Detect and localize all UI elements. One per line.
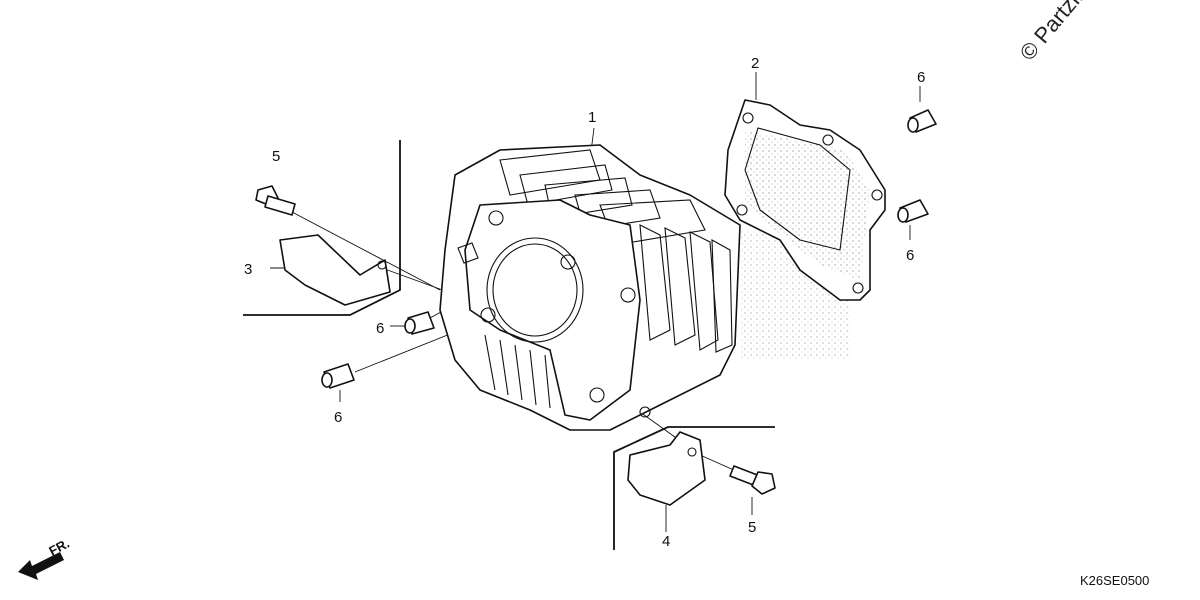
right-inset-frame <box>613 426 775 550</box>
callout-dowel-top-right: 6 <box>917 69 925 86</box>
callout-guide-left: 3 <box>244 261 252 278</box>
callout-gasket: 2 <box>751 55 759 72</box>
bolt-bottom-right-part <box>729 465 776 495</box>
dowel-left-upper-part <box>404 311 435 335</box>
gasket-part <box>724 99 886 301</box>
dowel-left-lower-part <box>321 363 355 389</box>
front-direction-marker: FR. <box>18 536 72 580</box>
callout-dowel-mid-right: 6 <box>906 247 914 264</box>
callout-dowel-left-upper: 6 <box>376 320 384 337</box>
callout-labels: 1 2 3 4 5 5 6 6 6 6 <box>244 55 925 550</box>
dowel-top-right-part <box>907 109 937 133</box>
guide-left-part <box>279 234 391 306</box>
watermark-text: © Partzil <box>1015 0 1088 65</box>
callout-guide-right: 4 <box>662 533 670 550</box>
diagram-code: K26SE0500 <box>1080 573 1149 588</box>
callout-bolt-top-left: 5 <box>272 148 280 165</box>
left-inset-frame <box>243 140 401 316</box>
callout-cylinder: 1 <box>588 109 596 126</box>
bolt-top-left-part <box>255 185 296 216</box>
callout-bolt-bottom-right: 5 <box>748 519 756 536</box>
guide-right-part <box>627 431 706 506</box>
cylinder-part <box>439 144 850 431</box>
dowel-mid-right-part <box>897 199 929 223</box>
front-arrow-icon <box>18 552 64 580</box>
callout-dowel-left-lower: 6 <box>334 409 342 426</box>
front-marker-label: FR. <box>46 536 72 559</box>
